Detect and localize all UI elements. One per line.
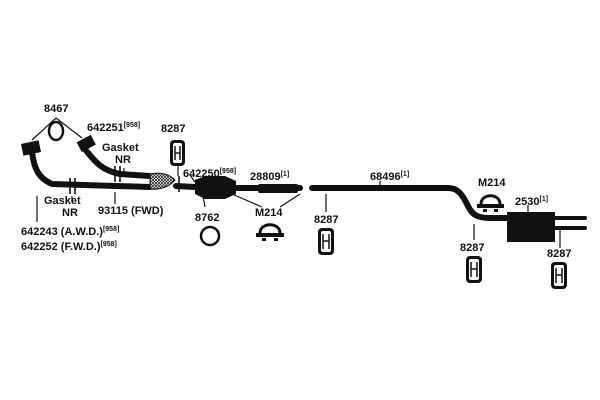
muffler[interactable] bbox=[507, 212, 587, 242]
label-upper-pipe: 642251[958] bbox=[87, 122, 140, 134]
u-clamp-1[interactable] bbox=[256, 223, 284, 241]
hanger-2[interactable] bbox=[318, 228, 334, 255]
u-clamp-2[interactable] bbox=[477, 194, 504, 212]
label-gasket-lower: Gasket bbox=[44, 195, 81, 207]
label-ring-8762: 8762 bbox=[195, 212, 219, 224]
label-gasket-upper-note: NR bbox=[115, 154, 131, 166]
flex-joint[interactable] bbox=[149, 172, 176, 190]
label-clamp-2: M214 bbox=[478, 177, 506, 189]
label-converter: 642250[958] bbox=[183, 168, 236, 180]
gasket-ring[interactable] bbox=[47, 120, 65, 142]
label-clamp-1: M214 bbox=[255, 207, 283, 219]
ring-8762[interactable] bbox=[199, 225, 221, 247]
hanger-4[interactable] bbox=[551, 262, 567, 289]
label-muffler: 2530[1] bbox=[515, 196, 548, 208]
hanger-1[interactable] bbox=[170, 140, 185, 166]
catalytic-converter[interactable] bbox=[173, 176, 258, 199]
label-flex-pipe: 93115 (FWD) bbox=[98, 205, 164, 217]
front-pipe-flange bbox=[20, 140, 42, 156]
hanger-3[interactable] bbox=[466, 256, 482, 283]
label-hanger-4: 8287 bbox=[547, 248, 571, 260]
label-hanger-3: 8287 bbox=[460, 242, 484, 254]
label-gasket-ring: 8467 bbox=[44, 103, 68, 115]
label-hanger-1: 8287 bbox=[161, 123, 185, 135]
label-gasket-upper: Gasket bbox=[102, 142, 139, 154]
upper-pipe-flange bbox=[76, 134, 96, 153]
tail-pipe[interactable] bbox=[309, 185, 511, 221]
label-tail-pipe: 68496[1] bbox=[370, 171, 409, 183]
label-front-pipe-fwd: 642252 (F.W.D.)[958] bbox=[21, 241, 117, 253]
label-hanger-2: 8287 bbox=[314, 214, 338, 226]
label-front-pipe-awd: 642243 (A.W.D.)[958] bbox=[21, 226, 119, 238]
resonator-pipe[interactable] bbox=[252, 184, 303, 193]
label-gasket-lower-note: NR bbox=[62, 207, 78, 219]
label-resonator: 28809[1] bbox=[250, 171, 289, 183]
upper-pipe[interactable] bbox=[76, 134, 153, 182]
front-pipe[interactable] bbox=[20, 140, 153, 194]
